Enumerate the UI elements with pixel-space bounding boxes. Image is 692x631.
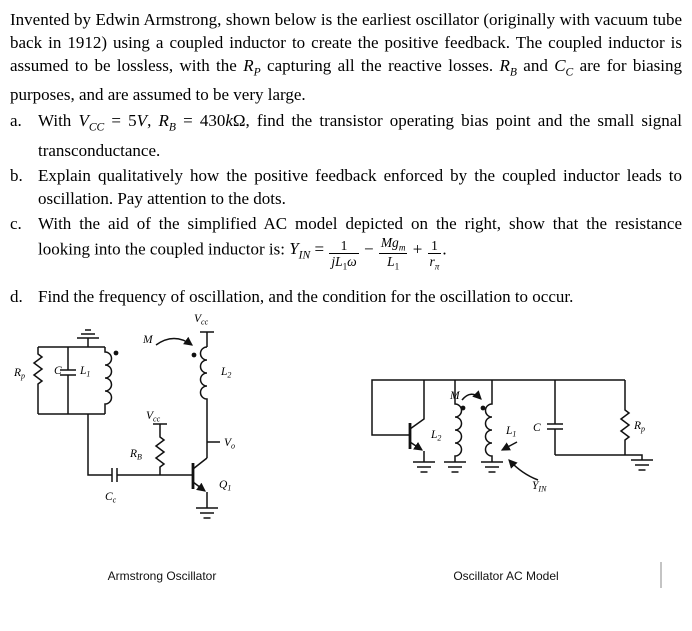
tank-capacitor <box>60 346 76 414</box>
circuit-diagrams: Rp C L1 M Vcc L2 Vo RB Vcc Q1 Cc <box>13 313 653 519</box>
c-label: C <box>54 365 62 377</box>
rb-label: RB <box>129 448 142 462</box>
cc-capacitor-branch <box>87 413 193 482</box>
rb-resistor-branch <box>153 422 167 475</box>
armstrong-oscillator-schematic: Rp C L1 M Vcc L2 Vo RB Vcc Q1 Cc <box>13 313 235 519</box>
vcc-rb-label: Vcc <box>146 410 161 424</box>
ac-m-label: M <box>449 390 461 402</box>
vcc-top-label: Vcc <box>194 313 209 327</box>
ac-rp-resistor <box>619 379 631 455</box>
ac-l2-inductor <box>454 379 463 462</box>
item-c-marker: c. <box>10 213 22 233</box>
intro-paragraph: Invented by Edwin Armstrong, shown below… <box>10 10 683 105</box>
tank-rails <box>38 345 105 415</box>
tank-top-ground-icon <box>77 328 99 347</box>
item-a-text: With VCC = 5V, RB = 430kΩ, find the tran… <box>38 111 683 160</box>
oscillator-ac-model-schematic: L2 M L1 C Rp YIN <box>371 378 653 494</box>
ac-l2-label: L2 <box>430 429 441 443</box>
ac-top-rail <box>371 378 625 436</box>
l2-inductor <box>199 345 208 458</box>
figure-caption-right: Oscillator AC Model <box>453 568 559 583</box>
ac-l1-label: L1 <box>505 425 516 439</box>
mutual-coupling-arrow-icon <box>155 336 193 346</box>
item-a-marker: a. <box>10 111 22 131</box>
ac-l2-ground-icon <box>444 460 466 473</box>
rp-resistor <box>32 346 44 414</box>
rp-label: Rp <box>13 367 25 381</box>
ac-mutual-coupling-arrow-icon <box>461 390 482 401</box>
item-d-text: Find the frequency of oscillation, and t… <box>38 286 574 306</box>
ac-q-collector <box>409 379 425 430</box>
list-item-c: c. With the aid of the simplified AC mod… <box>10 212 682 272</box>
emitter-ground-icon <box>196 491 218 519</box>
ac-l2-coupling-dot <box>460 405 466 411</box>
ac-l1-inductor <box>484 379 493 462</box>
figures-area: Rp C L1 M Vcc L2 Vo RB Vcc Q1 Cc <box>10 312 682 598</box>
item-d-marker: d. <box>10 286 23 306</box>
yin-arrow-icon <box>508 458 539 481</box>
ac-emitter-ground-icon <box>413 450 435 473</box>
item-b-text: Explain qualitatively how the positive f… <box>38 165 682 208</box>
item-b-marker: b. <box>10 165 23 185</box>
ac-bottom-rail-ground-icon <box>555 453 653 471</box>
list-item-d: d. Find the frequency of oscillation, an… <box>10 285 682 308</box>
ac-rp-label: Rp <box>633 420 645 434</box>
figure-caption-left: Armstrong Oscillator <box>107 568 217 583</box>
ac-c-label: C <box>533 422 541 434</box>
q1-collector <box>192 457 208 470</box>
text-cursor-artifact <box>660 561 662 588</box>
ac-capacitor <box>547 379 563 455</box>
vo-label: Vo <box>224 437 235 451</box>
m-label: M <box>142 334 154 346</box>
q1-label: Q1 <box>219 479 231 493</box>
l2-label: L2 <box>220 366 231 380</box>
item-c-text: With the aid of the simplified AC model … <box>38 213 682 272</box>
l2-coupling-dot <box>191 352 197 358</box>
list-item-b: b. Explain qualitatively how the positiv… <box>10 164 682 210</box>
cc-label: Cc <box>105 491 117 505</box>
l1-coupling-dot <box>113 350 119 356</box>
yin-label: YIN <box>532 480 547 494</box>
ac-l1-ground-icon <box>481 460 503 473</box>
ac-l1-pointer-arrow-icon <box>500 441 518 451</box>
q1-emitter-arrow-icon <box>192 481 206 492</box>
list-item-a: a. With VCC = 5V, RB = 430kΩ, find the t… <box>10 109 682 161</box>
vcc-supply-bar <box>200 330 214 347</box>
l1-inductor <box>104 346 113 414</box>
l1-label: L1 <box>79 365 90 379</box>
ac-q-emitter-arrow-icon <box>409 441 423 451</box>
ac-l1-coupling-dot <box>480 405 486 411</box>
